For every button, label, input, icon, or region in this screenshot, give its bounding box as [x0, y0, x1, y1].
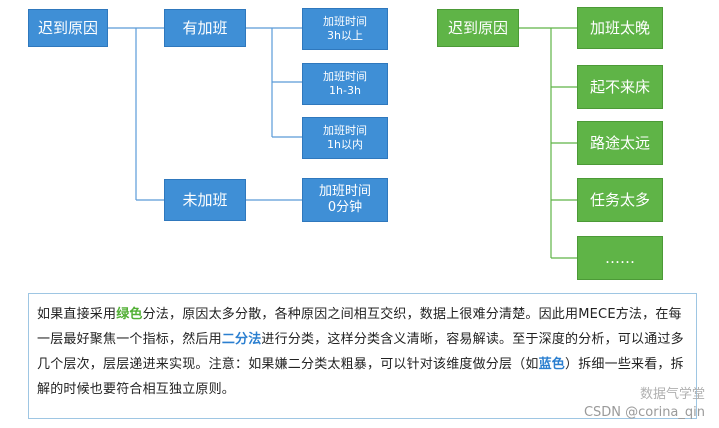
- watermark-line2: CSDN @corina_qin: [583, 405, 705, 420]
- green-item-label: 任务太多: [589, 190, 650, 209]
- branch-no-overtime-node: 未加班: [164, 179, 246, 221]
- note-highlight-binary: 二分法: [221, 332, 262, 347]
- green-item-label: 加班太晚: [589, 18, 650, 37]
- note-text-1: 如果直接采用: [37, 307, 117, 322]
- green-root-node: 迟到原因: [437, 9, 519, 47]
- green-item-cant-get-up: 起不来床: [577, 65, 663, 109]
- leaf-1h-3h-node: 加班时间 1h-3h: [302, 63, 388, 105]
- leaf-1h-3h-line1: 加班时间: [323, 70, 367, 84]
- note-text-3: 进行分类，这样分类含义清晰，容易解读。至于深度的分析，可以通过多几个层次，层层递…: [37, 332, 684, 372]
- leaf-3h-plus-line1: 加班时间: [323, 15, 367, 29]
- note-highlight-green: 绿色: [116, 307, 143, 322]
- leaf-under-1h-node: 加班时间 1h以内: [302, 117, 388, 159]
- leaf-0min-node: 加班时间 0分钟: [302, 178, 388, 222]
- note-text-4: ）拆细一些来看，拆解的时候也要符合相互独立原则。: [37, 357, 684, 397]
- note-highlight-blue: 蓝色: [538, 357, 566, 372]
- green-item-long-commute: 路途太远: [577, 121, 663, 165]
- green-item-label: 路途太远: [589, 133, 650, 152]
- note-text-2: 分法，原因太多分散，各种原因之间相互交织，数据上很难分清楚。因此用MECE方法，…: [37, 307, 682, 347]
- green-item-too-many-tasks: 任务太多: [577, 178, 663, 222]
- leaf-under-1h-line1: 加班时间: [323, 124, 367, 138]
- green-item-more: ……: [577, 236, 663, 280]
- green-root-label: 迟到原因: [447, 18, 508, 37]
- leaf-0min-line1: 加班时间: [318, 183, 371, 199]
- blue-root-label: 迟到原因: [37, 18, 98, 37]
- blue-root-node: 迟到原因: [28, 9, 108, 47]
- green-item-label: 起不来床: [589, 77, 650, 96]
- green-item-label: ……: [605, 248, 635, 267]
- green-item-late-overtime: 加班太晚: [577, 7, 663, 49]
- leaf-3h-plus-node: 加班时间 3h以上: [302, 8, 388, 50]
- leaf-under-1h-line2: 1h以内: [327, 138, 363, 151]
- explanation-box: 如果直接采用绿色分法，原因太多分散，各种原因之间相互交织，数据上很难分清楚。因此…: [28, 293, 697, 419]
- branch-overtime-node: 有加班: [164, 9, 246, 47]
- leaf-1h-3h-line2: 1h-3h: [329, 84, 361, 97]
- leaf-0min-line2: 0分钟: [327, 200, 363, 215]
- watermark: 数据气学堂 CSDN @corina_qin: [584, 386, 705, 422]
- branch-overtime-label: 有加班: [182, 18, 228, 37]
- branch-no-overtime-label: 未加班: [182, 190, 228, 209]
- leaf-3h-plus-line2: 3h以上: [327, 29, 363, 42]
- watermark-line1: 数据气学堂: [639, 387, 705, 402]
